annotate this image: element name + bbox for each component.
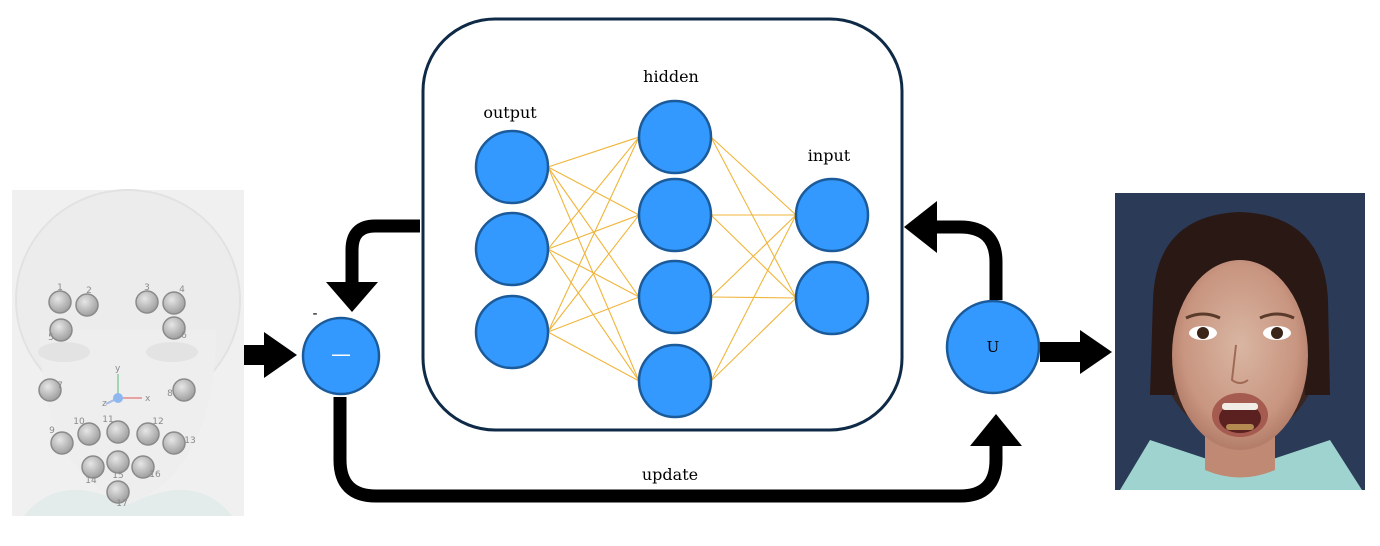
axis-origin-icon: [113, 393, 123, 403]
face-marker-number-12: 12: [152, 417, 163, 427]
face-marker-number-15: 15: [112, 471, 123, 481]
update-label: update: [642, 465, 698, 484]
face-marker-number-17: 17: [116, 499, 127, 509]
android-face-image: [1115, 193, 1365, 490]
u-to-network-arrow-line: [930, 220, 1003, 300]
axis-label-y: y: [115, 364, 121, 374]
edge-input-1-hidden-1: [710, 136, 797, 216]
edge-hidden-1-output-3: [547, 136, 640, 333]
face-marker-8: [172, 378, 196, 402]
output-node-3: [474, 294, 550, 370]
face-marker-number-14: 14: [85, 476, 97, 486]
u-to-robot-arrow-head: [1080, 330, 1112, 374]
face-marker-number-3: 3: [144, 283, 150, 293]
feedback-arrow-head: [326, 282, 378, 312]
network-connections: [547, 136, 797, 382]
face-marker-number-16: 16: [149, 470, 161, 480]
face-marker-number-6: 6: [181, 331, 187, 341]
face-marker-6: [162, 316, 186, 340]
edge-hidden-4-output-3: [547, 331, 640, 382]
face-marker-4: [162, 291, 186, 315]
u-to-robot-arrow-line: [1040, 342, 1082, 362]
network-nodes: [474, 99, 870, 419]
face-marker-number-13: 13: [184, 436, 195, 446]
subtract-node: [301, 316, 381, 396]
edge-hidden-3-output-1: [547, 166, 640, 298]
update-path: [333, 397, 1003, 503]
face-marker-10: [77, 422, 101, 446]
subtract-symbol: —: [331, 342, 351, 366]
face-marker-2: [75, 293, 99, 317]
edge-input-2-hidden-1: [710, 136, 797, 299]
face-marker-number-4: 4: [179, 285, 185, 295]
edge-input-2-hidden-2: [710, 214, 797, 299]
face-marker-11: [106, 420, 130, 444]
face-marker-7: [38, 378, 62, 402]
hidden-layer-label: hidden: [643, 67, 699, 86]
face-marker-9: [50, 431, 74, 455]
face-marker-3: [135, 290, 159, 314]
edge-hidden-1-output-2: [547, 136, 640, 250]
edge-input-2-hidden-3: [710, 296, 797, 299]
output-node-2: [474, 211, 550, 287]
face-marker-5: [49, 318, 73, 342]
hidden-node-1: [637, 99, 713, 175]
output-node-1: [474, 129, 550, 205]
output-layer-label: output: [483, 103, 537, 122]
face-marker-14: [81, 455, 105, 479]
hidden-node-2: [637, 177, 713, 253]
input-node-1: [794, 177, 870, 253]
edge-input-2-hidden-4: [710, 297, 797, 382]
edge-hidden-2-output-1: [547, 166, 640, 216]
face-to-subtract-arrow-line: [244, 345, 266, 365]
edge-hidden-1-output-1: [547, 136, 640, 168]
face-marker-number-10: 10: [73, 417, 85, 427]
feedback-arrow-line: [345, 219, 420, 292]
face-marker-16: [131, 455, 155, 479]
update-arrow-head: [970, 414, 1022, 446]
face-marker-number-7: 7: [57, 381, 63, 391]
face-marker-number-11: 11: [102, 415, 113, 425]
minus-sign-label: -: [312, 306, 317, 322]
edge-hidden-4-output-2: [547, 248, 640, 382]
face-to-subtract-arrow-head: [264, 332, 297, 378]
u-node-label: U: [987, 338, 1000, 356]
face-marker-number-1: 1: [57, 283, 63, 293]
face-marker-number-8: 8: [167, 389, 173, 399]
edge-hidden-4-output-1: [547, 166, 640, 382]
face-marker-17: [106, 480, 130, 504]
face-marker-15: [106, 450, 130, 474]
input-layer-label: input: [808, 146, 851, 165]
face-marker-1: [48, 290, 72, 314]
axis-label-z: z: [102, 399, 107, 409]
input-node-2: [794, 260, 870, 336]
axis-label-x: x: [145, 394, 151, 404]
u-node: [945, 299, 1041, 395]
face-marker-number-5: 5: [48, 333, 54, 343]
face-marker-12: [136, 422, 160, 446]
face-marker-number-2: 2: [86, 286, 92, 296]
marker-face-image: y x z: [12, 189, 244, 516]
hidden-node-4: [637, 343, 713, 419]
u-to-network-arrow-head: [904, 201, 937, 253]
hidden-node-3: [637, 259, 713, 335]
face-marker-number-9: 9: [49, 426, 55, 436]
face-marker-13: [162, 431, 186, 455]
